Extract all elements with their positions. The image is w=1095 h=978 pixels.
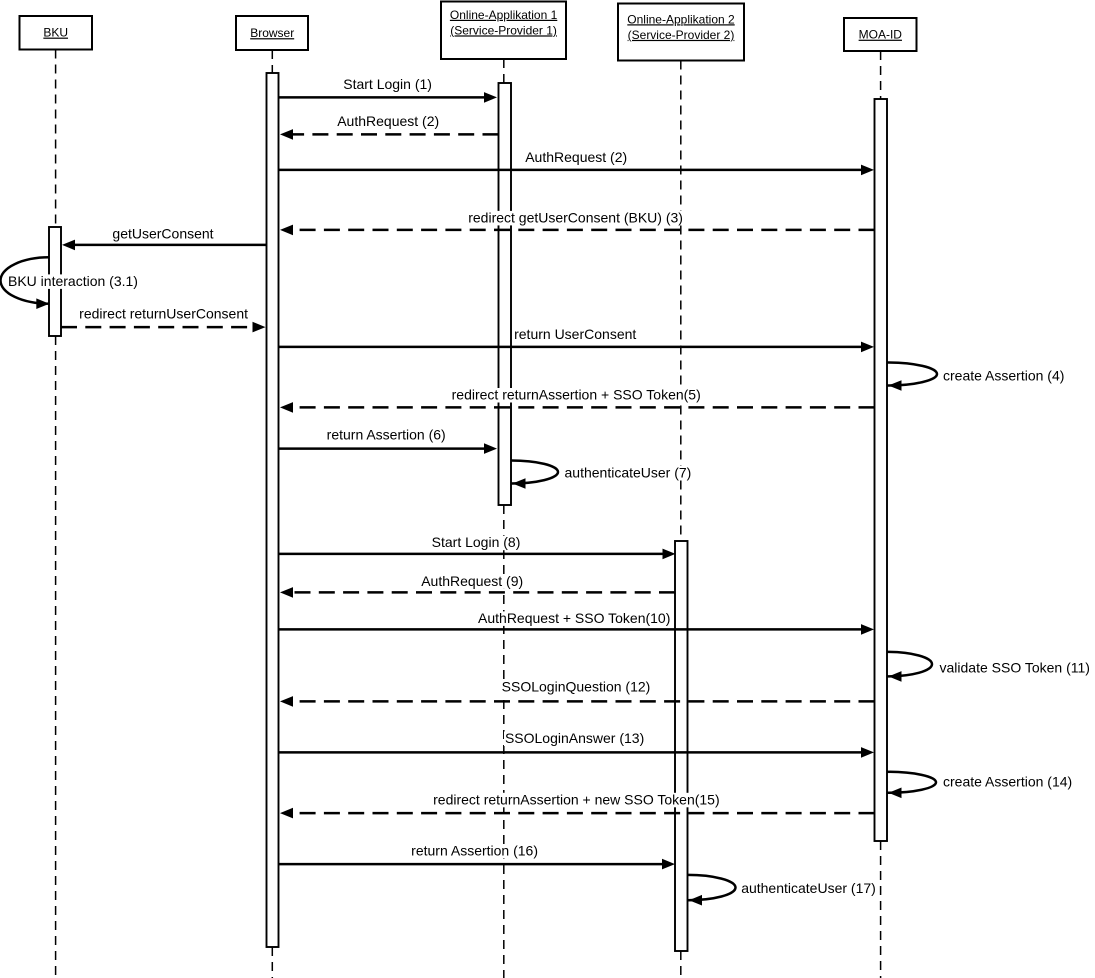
svg-text:BKU interaction (3.1): BKU interaction (3.1) [8,273,138,289]
svg-text:return Assertion (6): return Assertion (6) [327,426,446,442]
svg-text:BKU: BKU [43,26,68,40]
svg-text:AuthRequest + SSO Token(10): AuthRequest + SSO Token(10) [478,610,670,626]
svg-text:authenticateUser (7): authenticateUser (7) [565,464,692,480]
svg-text:redirect returnAssertion + SSO: redirect returnAssertion + SSO Token(5) [452,387,701,403]
svg-text:SSOLoginAnswer (13): SSOLoginAnswer (13) [505,730,644,746]
svg-text:(Service-Provider 2): (Service-Provider 2) [628,28,735,42]
svg-text:Online-Applikation 2: Online-Applikation 2 [627,12,735,26]
svg-text:SSOLoginQuestion (12): SSOLoginQuestion (12) [502,679,651,695]
svg-text:Browser: Browser [250,26,294,40]
svg-text:(Service-Provider 1): (Service-Provider 1) [450,23,557,37]
svg-text:redirect getUserConsent (BKU): redirect getUserConsent (BKU) (3) [468,209,683,225]
svg-text:validate SSO Token (11): validate SSO Token (11) [940,660,1090,676]
svg-text:AuthRequest (9): AuthRequest (9) [421,573,523,589]
svg-text:return Assertion (16): return Assertion (16) [411,843,538,859]
svg-text:Start Login (1): Start Login (1) [343,76,432,92]
svg-text:AuthRequest (2): AuthRequest (2) [525,149,627,165]
svg-text:redirect returnUserConsent: redirect returnUserConsent [79,306,248,322]
svg-text:AuthRequest (2): AuthRequest (2) [337,113,439,129]
svg-text:Online-Applikation 1: Online-Applikation 1 [450,8,558,22]
svg-text:authenticateUser (17): authenticateUser (17) [741,880,876,896]
svg-text:create Assertion (4): create Assertion (4) [943,368,1064,384]
svg-text:create Assertion (14): create Assertion (14) [943,774,1072,790]
svg-text:redirect returnAssertion + new: redirect returnAssertion + new SSO Token… [433,791,720,807]
svg-text:getUserConsent: getUserConsent [112,225,213,241]
svg-text:Start Login (8): Start Login (8) [432,534,521,550]
svg-text:return UserConsent: return UserConsent [514,326,636,342]
svg-text:MOA-ID: MOA-ID [859,28,903,42]
